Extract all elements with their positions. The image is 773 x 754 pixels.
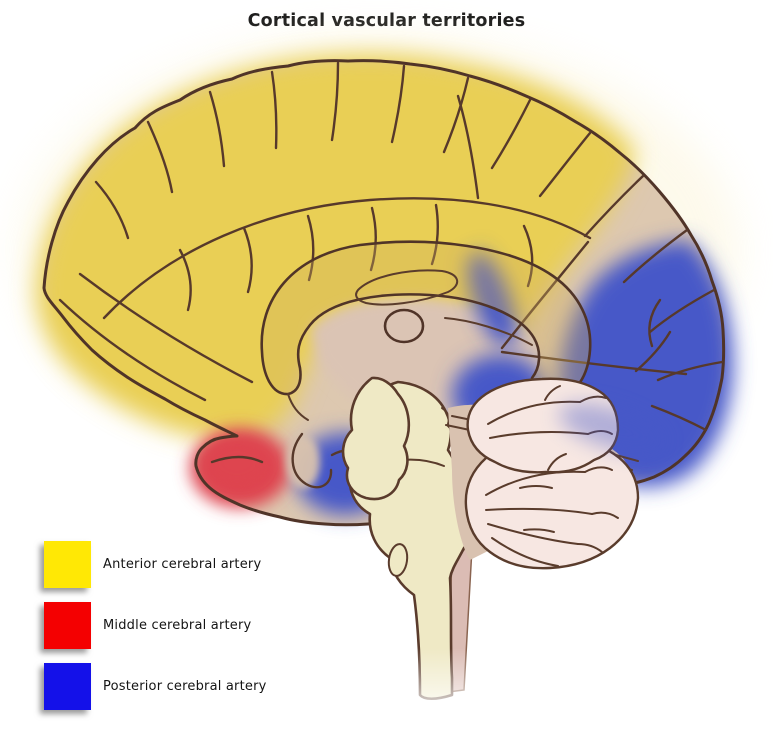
legend-item-posterior: Posterior cerebral artery — [44, 663, 267, 710]
fornix — [444, 317, 533, 346]
lateral-ventricle — [355, 269, 458, 306]
cord-fade — [380, 648, 495, 723]
callosum-rostrum — [287, 393, 309, 421]
cerebellum — [464, 377, 640, 570]
figure-title: Cortical vascular territories — [247, 11, 526, 31]
legend-label-anterior: Anterior cerebral artery — [103, 557, 262, 572]
pca-halo — [559, 403, 665, 453]
mca-territory-overlay — [190, 428, 290, 508]
olive — [387, 543, 409, 577]
legend-item-middle: Middle cerebral artery — [44, 602, 267, 649]
cortical-sulci — [58, 61, 724, 489]
legend-label-middle: Middle cerebral artery — [103, 618, 252, 633]
interthalamic-adhesion — [383, 308, 425, 344]
anterior-color-swatch — [44, 541, 91, 588]
legend: Anterior cerebral artery Middle cerebral… — [44, 541, 267, 724]
corpus-callosum — [260, 240, 592, 400]
middle-color-swatch — [44, 602, 91, 649]
legend-label-posterior: Posterior cerebral artery — [103, 679, 267, 694]
legend-item-anterior: Anterior cerebral artery — [44, 541, 267, 588]
hypothalamus — [341, 376, 411, 501]
posterior-color-swatch — [44, 663, 91, 710]
